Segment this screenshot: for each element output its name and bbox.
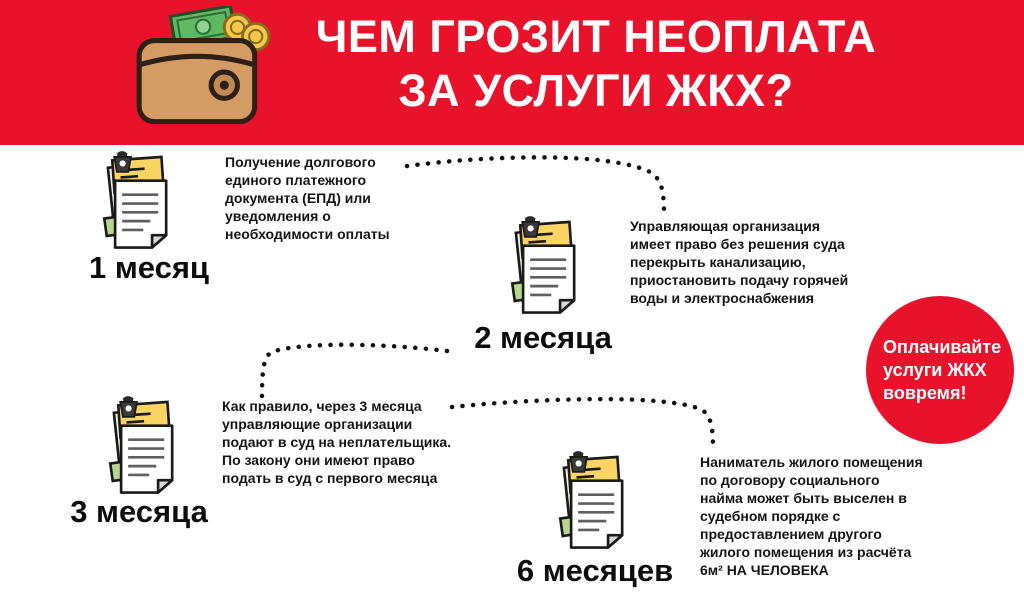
documents-stack-icon: [550, 450, 638, 550]
milestone-1-label: 1 месяц: [88, 250, 209, 285]
milestone-4-label: 6 месяцев: [516, 553, 674, 588]
milestone-4-text: Наниматель жилого помещения по договору …: [700, 454, 923, 578]
milestone-2-text: Управляющая организация имеет право без …: [630, 218, 849, 306]
page-title: ЧЕМ ГРОЗИТ НЕОПЛАТА ЗА УСЛУГИ ЖКХ?: [268, 10, 924, 118]
dotted-connector-1: [404, 155, 667, 217]
dotted-connector-2: [259, 342, 450, 400]
documents-stack-icon: [502, 215, 590, 315]
wallet-icon: [126, 2, 278, 142]
milestone-3-text: Как правило, через 3 месяца управляющие …: [222, 398, 452, 486]
milestone-3-label: 3 месяца: [70, 494, 208, 529]
milestone-2-label: 2 месяца: [474, 320, 612, 355]
title-line-2: ЗА УСЛУГИ ЖКХ?: [398, 65, 794, 116]
documents-stack-icon: [94, 150, 182, 250]
dotted-connector-3: [449, 396, 716, 455]
documents-stack-icon: [100, 395, 188, 495]
reminder-badge-text: Оплачивайте услуги ЖКХ вовремя!: [883, 336, 1002, 403]
milestone-1-text: Получение долгового единого платежного д…: [225, 154, 390, 242]
title-line-1: ЧЕМ ГРОЗИТ НЕОПЛАТА: [315, 11, 877, 62]
header-banner: ЧЕМ ГРОЗИТ НЕОПЛАТА ЗА УСЛУГИ ЖКХ?: [0, 0, 1024, 145]
reminder-badge: Оплачивайте услуги ЖКХ вовремя!: [866, 296, 1014, 444]
